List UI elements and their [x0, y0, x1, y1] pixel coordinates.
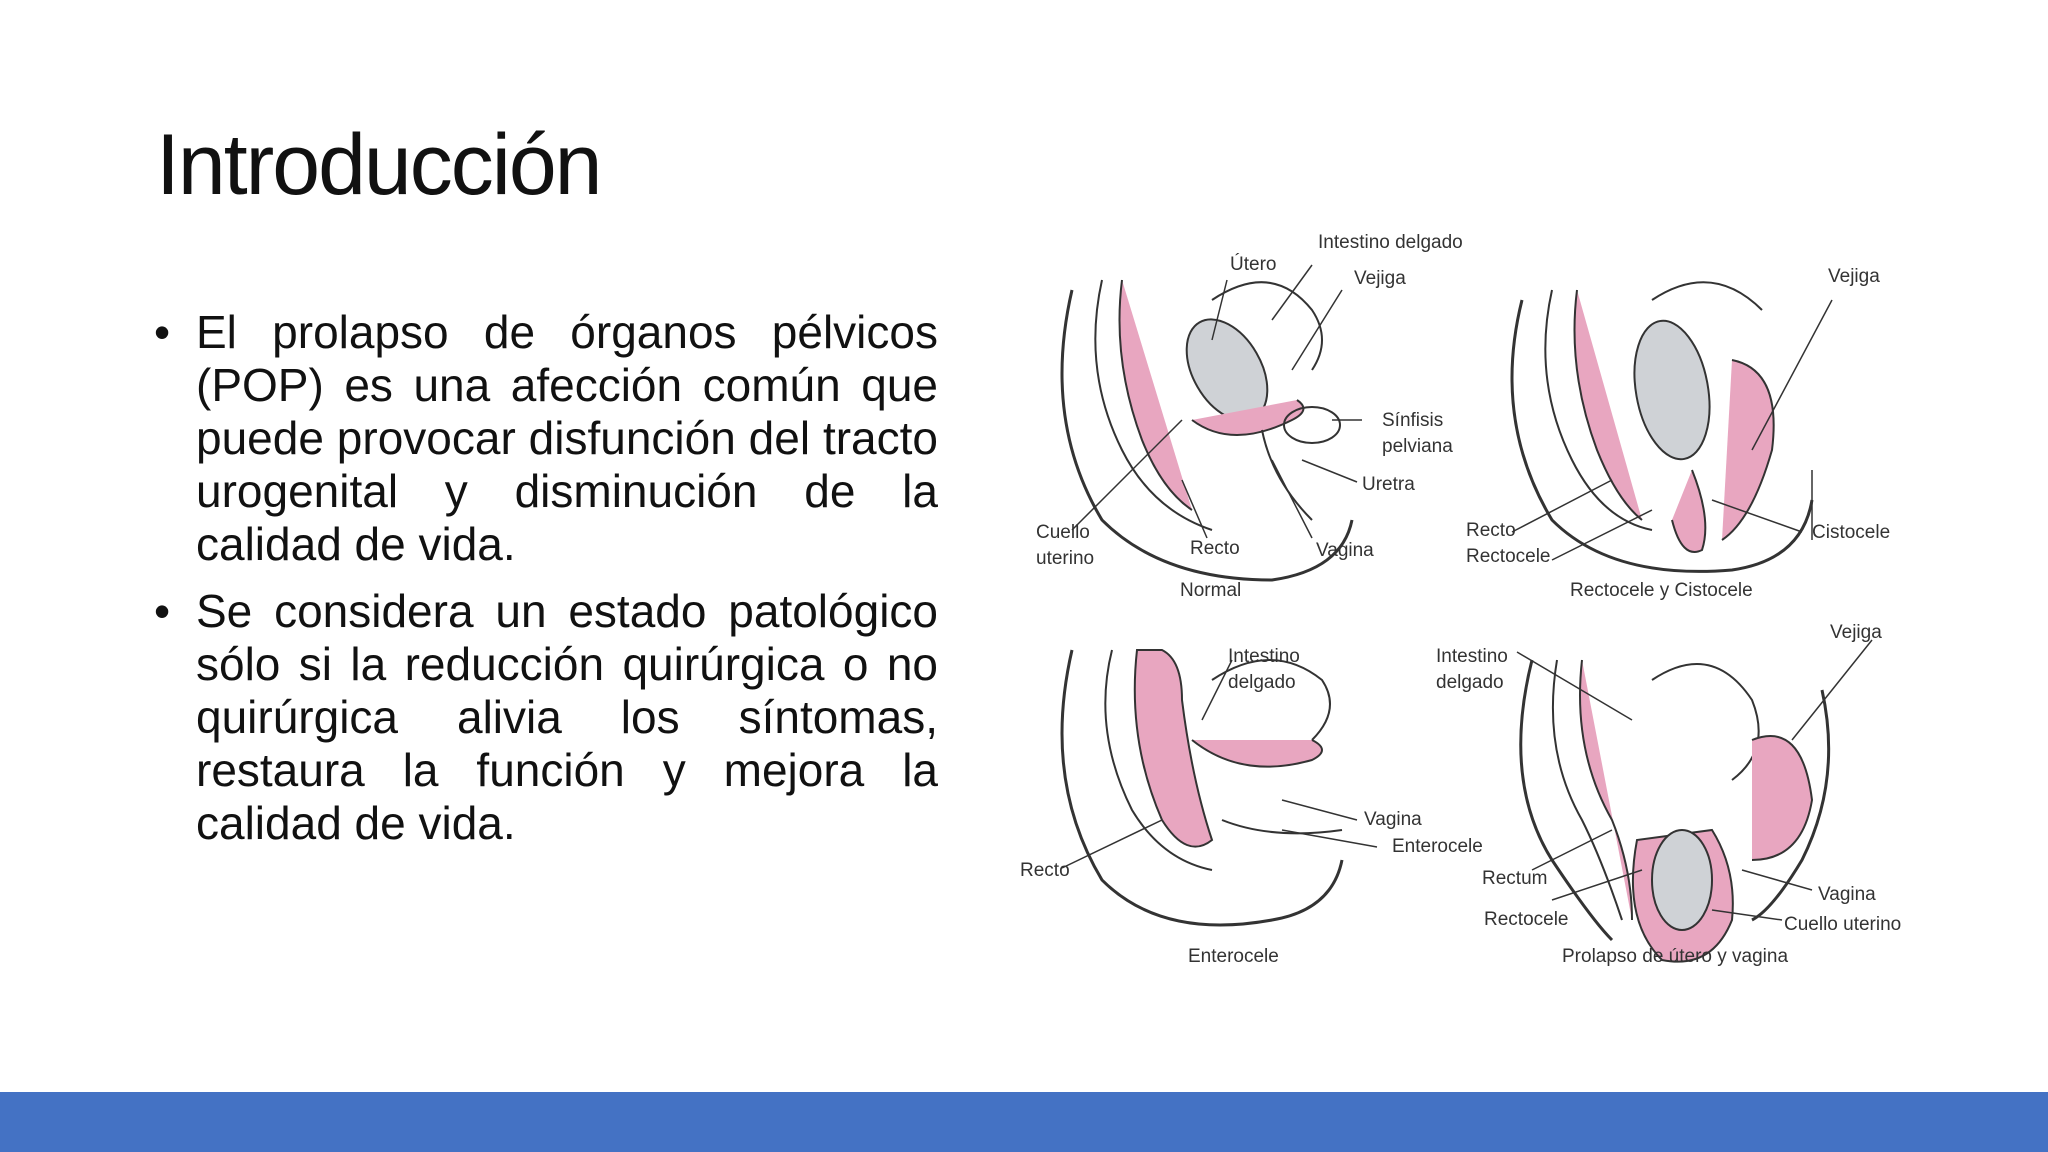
bullet-text: El prolapso de órganos pélvicos (POP) es… — [196, 306, 938, 570]
panel-rectocele-cistocele: Vejiga Recto Rectocele Cistocele Rectoce… — [1466, 266, 1890, 601]
label-uterino: uterino — [1036, 548, 1094, 569]
bullet-text: Se considera un estado patológico sólo s… — [196, 585, 938, 849]
bullet-list: • El prolapso de órganos pélvicos (POP) … — [150, 306, 938, 864]
caption-normal: Normal — [1180, 580, 1241, 601]
label-recto-2: Recto — [1466, 520, 1516, 541]
pelvic-prolapse-illustration: Intestino delgado Útero Vejiga Sínfisis … — [1012, 220, 1924, 980]
label-vagina: Vagina — [1316, 540, 1374, 561]
caption-enterocele: Enterocele — [1188, 946, 1279, 967]
caption-rectocele-cistocele: Rectocele y Cistocele — [1570, 580, 1753, 601]
label-enterocele: Enterocele — [1392, 836, 1483, 857]
bullet-item: • El prolapso de órganos pélvicos (POP) … — [150, 306, 938, 571]
bullet-dot-icon: • — [154, 306, 171, 358]
label-cuello-uterino-4: Cuello uterino — [1784, 914, 1901, 935]
label-vagina-4: Vagina — [1818, 884, 1876, 905]
label-uretra: Uretra — [1362, 474, 1415, 495]
label-vejiga-4: Vejiga — [1830, 622, 1882, 643]
label-cuello: Cuello — [1036, 522, 1090, 543]
label-recto: Recto — [1190, 538, 1240, 559]
label-pelviana: pelviana — [1382, 436, 1453, 457]
panel-normal: Intestino delgado Útero Vejiga Sínfisis … — [1036, 232, 1463, 601]
label-intestino-3: Intestino — [1228, 646, 1300, 667]
label-delgado-4: delgado — [1436, 672, 1504, 693]
label-intestino-delgado: Intestino delgado — [1318, 232, 1463, 253]
label-vejiga-2: Vejiga — [1828, 266, 1880, 287]
label-rectocele-2: Rectocele — [1466, 546, 1551, 567]
label-recto-3: Recto — [1020, 860, 1070, 881]
label-rectocele-4: Rectocele — [1484, 909, 1569, 930]
bullet-dot-icon: • — [154, 585, 171, 637]
label-delgado-3: delgado — [1228, 672, 1296, 693]
label-vejiga: Vejiga — [1354, 268, 1406, 289]
footer-bar — [0, 1092, 2048, 1152]
label-vagina-3: Vagina — [1364, 809, 1422, 830]
panel-prolapso: Intestino delgado Vejiga Rectum Rectocel… — [1436, 622, 1901, 967]
label-cistocele: Cistocele — [1812, 522, 1890, 543]
bullet-item: • Se considera un estado patológico sólo… — [150, 585, 938, 850]
panel-enterocele: Intestino delgado Vagina Enterocele Rect… — [1020, 646, 1483, 967]
slide-title: Introducción — [156, 117, 603, 213]
caption-prolapso: Prolapso de útero y vagina — [1562, 946, 1788, 967]
label-sinfisis: Sínfisis — [1382, 410, 1443, 431]
label-intestino-4: Intestino — [1436, 646, 1508, 667]
label-rectum: Rectum — [1482, 868, 1547, 889]
label-utero: Útero — [1230, 253, 1276, 275]
